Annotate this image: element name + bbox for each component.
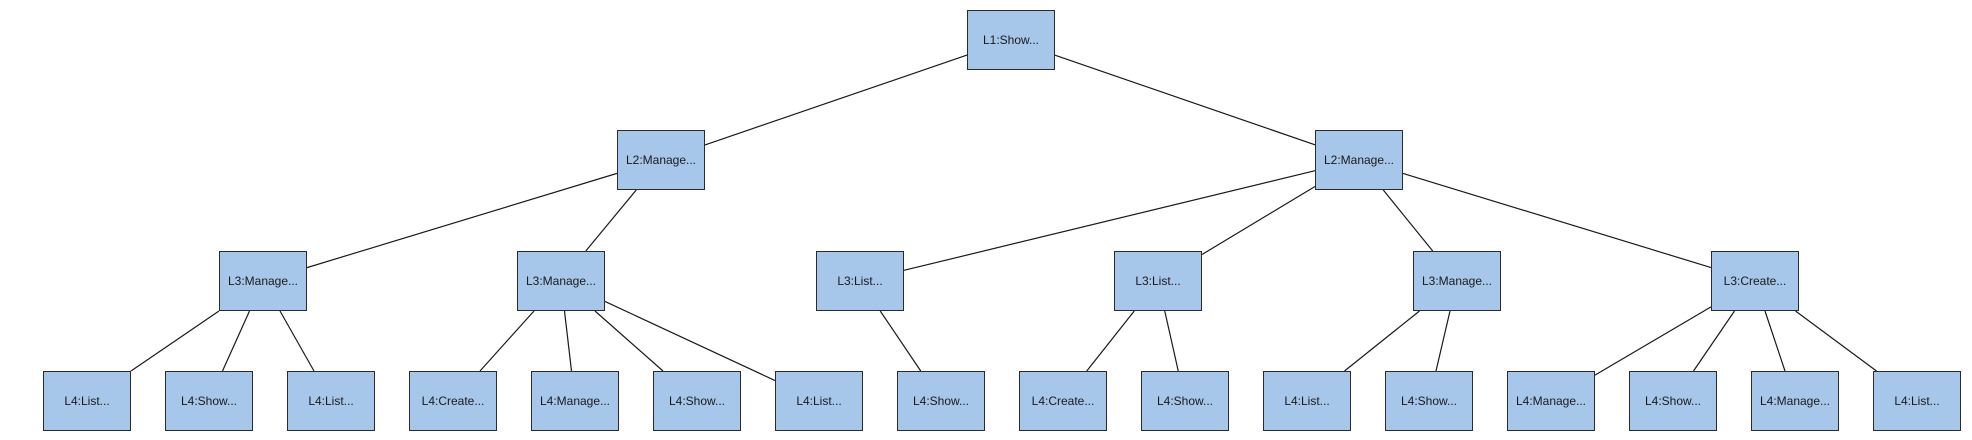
- tree-edge: [1435, 310, 1451, 372]
- tree-node-l3[interactable]: L3:Manage...: [219, 251, 307, 311]
- tree-node-l4[interactable]: L4:Manage...: [1751, 371, 1839, 431]
- tree-edge: [594, 310, 664, 372]
- tree-node-l4[interactable]: L4:Show...: [653, 371, 741, 431]
- tree-node-l2[interactable]: L2:Manage...: [617, 130, 705, 190]
- tree-node-l4[interactable]: L4:List...: [1873, 371, 1961, 431]
- tree-edge: [1344, 310, 1420, 372]
- tree-edge: [604, 300, 776, 382]
- tree-node-l4[interactable]: L4:Manage...: [1507, 371, 1595, 431]
- tree-edge: [1164, 310, 1179, 372]
- tree-edge: [563, 310, 573, 372]
- tree-node-l2[interactable]: L2:Manage...: [1315, 130, 1403, 190]
- tree-edge: [585, 189, 637, 252]
- tree-node-l3[interactable]: L3:Manage...: [1413, 251, 1501, 311]
- tree-node-l3[interactable]: L3:Create...: [1711, 251, 1799, 311]
- tree-edge: [279, 310, 315, 372]
- tree-edge: [130, 310, 220, 372]
- tree-node-l4[interactable]: L4:Create...: [409, 371, 497, 431]
- tree-node-l4[interactable]: L4:List...: [43, 371, 131, 431]
- tree-node-l4[interactable]: L4:Show...: [1141, 371, 1229, 431]
- tree-edge: [221, 310, 251, 372]
- tree-edge: [1086, 310, 1135, 372]
- tree-edge: [306, 172, 618, 269]
- tree-edge: [479, 310, 535, 372]
- tree-node-l4[interactable]: L4:Show...: [1385, 371, 1473, 431]
- tree-edge: [1594, 306, 1712, 376]
- tree-node-l4[interactable]: L4:Show...: [165, 371, 253, 431]
- tree-edge: [1693, 310, 1735, 372]
- tree-node-l4[interactable]: L4:Create...: [1019, 371, 1107, 431]
- tree-node-l4[interactable]: L4:List...: [775, 371, 863, 431]
- tree-edge: [879, 310, 922, 372]
- tree-node-l4[interactable]: L4:Manage...: [531, 371, 619, 431]
- tree-edge: [1402, 172, 1712, 269]
- tree-node-l4[interactable]: L4:List...: [287, 371, 375, 431]
- tree-node-l3[interactable]: L3:Manage...: [517, 251, 605, 311]
- tree-node-l4[interactable]: L4:List...: [1263, 371, 1351, 431]
- tree-edge: [1201, 185, 1316, 256]
- tree-edge: [1382, 189, 1434, 252]
- tree-node-l3[interactable]: L3:List...: [816, 251, 904, 311]
- tree-edge: [704, 54, 968, 146]
- tree-node-l3[interactable]: L3:List...: [1114, 251, 1202, 311]
- tree-edge: [1764, 310, 1786, 372]
- tree-node-root[interactable]: L1:Show...: [967, 10, 1055, 70]
- tree-edge: [1054, 54, 1316, 146]
- tree-node-l4[interactable]: L4:Show...: [1629, 371, 1717, 431]
- tree-edge: [903, 170, 1316, 271]
- tree-node-l4[interactable]: L4:Show...: [897, 371, 985, 431]
- tree-edge: [1795, 310, 1877, 372]
